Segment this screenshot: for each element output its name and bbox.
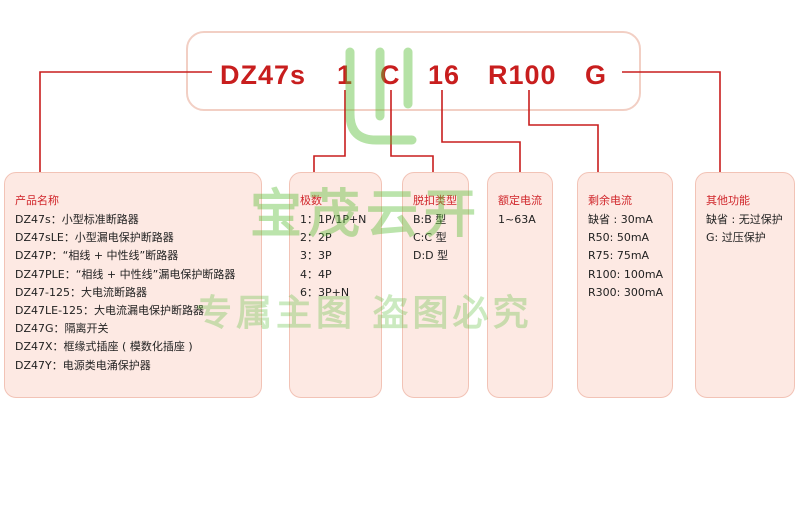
box-title: 极数 (300, 194, 322, 207)
box-line: DZ47sLE：小型漏电保护断路器 (15, 231, 174, 245)
box-line: R50: 50mA (588, 231, 650, 245)
box-product-name: 产品名称 DZ47s：小型标准断路器 DZ47sLE：小型漏电保护断路器 DZ4… (4, 172, 262, 398)
box-line: G: 过压保护 (706, 231, 766, 245)
box-line: 6：3P+N (300, 285, 350, 299)
box-line: R75: 75mA (588, 249, 650, 263)
box-line: D:D 型 (413, 249, 449, 263)
box-line: DZ47-125：大电流断路器 (15, 285, 147, 299)
box-line: B:B 型 (413, 213, 447, 226)
connector-residual-current (528, 90, 599, 176)
box-line: DZ47Y：电源类电涌保护器 (15, 358, 151, 372)
box-other-function: 其他功能 缺省 : 无过保护 G: 过压保护 (695, 172, 795, 398)
box-line: 缺省 : 无过保护 (706, 213, 783, 226)
code-part-other-function: G (585, 60, 608, 90)
box-title: 剩余电流 (588, 194, 632, 207)
code-part-product: DZ47s (220, 60, 307, 90)
connector-trip-type (390, 90, 434, 176)
connector-other-function (622, 71, 721, 176)
box-line: 2：2P (300, 231, 332, 245)
code-part-poles: 1 (337, 60, 354, 90)
box-title: 额定电流 (498, 194, 542, 207)
box-line: 缺省 : 30mA (588, 213, 653, 226)
box-title: 脱扣类型 (413, 194, 457, 207)
code-part-trip-type: C (380, 60, 401, 90)
box-line: DZ47PLE：“相线 + 中性线”漏电保护断路器 (15, 267, 236, 281)
box-residual-current: 剩余电流 缺省 : 30mA R50: 50mA R75: 75mA R100:… (577, 172, 673, 398)
box-line: DZ47X：框缘式插座 ( 模数化插座 ) (15, 340, 193, 354)
box-title: 产品名称 (15, 194, 59, 207)
box-line: 1~63A (498, 213, 536, 226)
box-poles: 极数 1：1P/1P+N 2：2P 3：3P 4：4P 6：3P+N (289, 172, 382, 398)
connector-rated-current (441, 90, 521, 176)
model-code-frame (186, 31, 641, 111)
box-line: 4：4P (300, 267, 332, 281)
box-line: 3：3P (300, 249, 332, 263)
box-line: DZ47LE-125：大电流漏电保护断路器 (15, 303, 205, 317)
connector-product (39, 71, 212, 176)
code-part-rated-current: 16 (428, 60, 461, 90)
box-line: DZ47P：“相线 + 中性线”断路器 (15, 249, 179, 263)
box-trip-type: 脱扣类型 B:B 型 C:C 型 D:D 型 (402, 172, 469, 398)
box-line: DZ47G：隔离开关 (15, 322, 109, 336)
code-part-residual-current: R100 (488, 60, 557, 90)
box-title: 其他功能 (706, 194, 750, 207)
box-line: R100: 100mA (588, 267, 664, 281)
box-line: C:C 型 (413, 231, 447, 245)
box-rated-current: 额定电流 1~63A (487, 172, 553, 398)
connector-poles (313, 90, 346, 176)
box-line: 1：1P/1P+N (300, 213, 367, 226)
box-line: R300: 300mA (588, 285, 664, 299)
box-line: DZ47s：小型标准断路器 (15, 213, 139, 226)
